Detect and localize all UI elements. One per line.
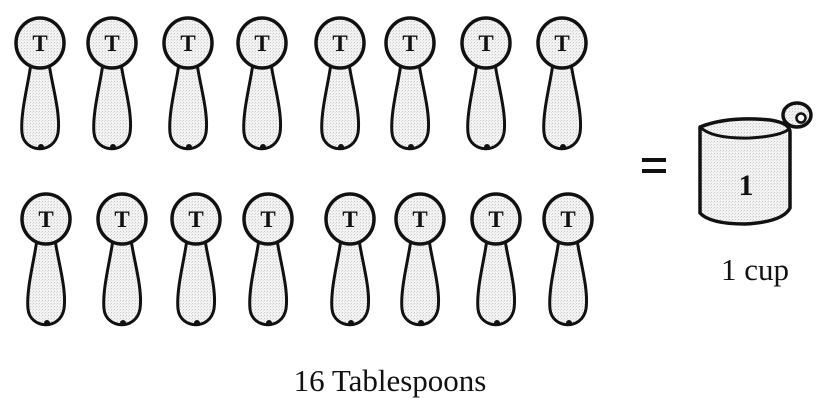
spoon-letter: T xyxy=(488,207,503,232)
spoon-hole xyxy=(348,320,354,326)
spoon-handle xyxy=(550,239,587,325)
tablespoon-icon: T xyxy=(316,18,364,150)
spoon-hole xyxy=(338,144,344,150)
spoon-letter: T xyxy=(560,207,575,232)
spoon-hole xyxy=(110,144,116,150)
tablespoon-icon: T xyxy=(396,194,444,326)
spoon-hole xyxy=(408,144,414,150)
tablespoon-icon: T xyxy=(238,18,286,150)
spoon-hole xyxy=(494,320,500,326)
spoon-hole xyxy=(186,144,192,150)
spoon-handle xyxy=(22,63,59,149)
spoon-handle xyxy=(178,239,215,325)
tablespoon-icon: T xyxy=(164,18,212,150)
spoon-letter: T xyxy=(402,31,417,56)
spoon-hole xyxy=(44,320,50,326)
tablespoon-icon: T xyxy=(544,194,592,326)
spoon-letter: T xyxy=(114,207,129,232)
spoon-handle xyxy=(544,63,581,149)
spoon-letter: T xyxy=(332,31,347,56)
spoon-letter: T xyxy=(554,31,569,56)
spoon-hole xyxy=(120,320,126,326)
tablespoon-icon: T xyxy=(472,194,520,326)
spoon-letter: T xyxy=(260,207,275,232)
tablespoon-icon: T xyxy=(538,18,586,150)
spoon-handle xyxy=(468,63,505,149)
spoon-hole xyxy=(560,144,566,150)
spoon-letter: T xyxy=(342,207,357,232)
spoon-hole xyxy=(266,320,272,326)
tablespoon-icon: T xyxy=(244,194,292,326)
tablespoon-icon: T xyxy=(462,18,510,150)
spoon-letter: T xyxy=(32,31,47,56)
tablespoon-icon: T xyxy=(172,194,220,326)
spoon-hole xyxy=(484,144,490,150)
tablespoon-icon: T xyxy=(22,194,70,326)
equals-sign xyxy=(640,152,670,182)
tablespoon-icon: T xyxy=(88,18,136,150)
cup-caption: 1 cup xyxy=(690,252,820,288)
spoon-hole xyxy=(566,320,572,326)
tablespoon-icon: T xyxy=(98,194,146,326)
spoon-hole xyxy=(194,320,200,326)
spoon-handle xyxy=(94,63,131,149)
tablespoon-icon: T xyxy=(16,18,64,150)
spoon-handle xyxy=(244,63,281,149)
spoon-handle xyxy=(28,239,65,325)
tablespoon-icon: T xyxy=(326,194,374,326)
spoon-letter: T xyxy=(478,31,493,56)
spoon-letter: T xyxy=(104,31,119,56)
spoon-letter: T xyxy=(412,207,427,232)
spoon-handle xyxy=(332,239,369,325)
spoon-letter: T xyxy=(188,207,203,232)
spoon-hole xyxy=(418,320,424,326)
spoon-handle xyxy=(104,239,141,325)
spoon-handle xyxy=(402,239,439,325)
spoon-hole xyxy=(38,144,44,150)
spoon-hole xyxy=(260,144,266,150)
spoon-handle xyxy=(478,239,515,325)
measuring-cup-icon: 1 xyxy=(700,103,811,224)
spoon-letter: T xyxy=(38,207,53,232)
spoon-handle xyxy=(170,63,207,149)
spoon-handle xyxy=(322,63,359,149)
tablespoon-icon: T xyxy=(386,18,434,150)
tablespoons-caption: 16 Tablespoons xyxy=(200,363,580,399)
spoon-letter: T xyxy=(254,31,269,56)
spoon-handle xyxy=(392,63,429,149)
cup-number: 1 xyxy=(739,169,754,202)
spoon-handle xyxy=(250,239,287,325)
spoon-letter: T xyxy=(180,31,195,56)
